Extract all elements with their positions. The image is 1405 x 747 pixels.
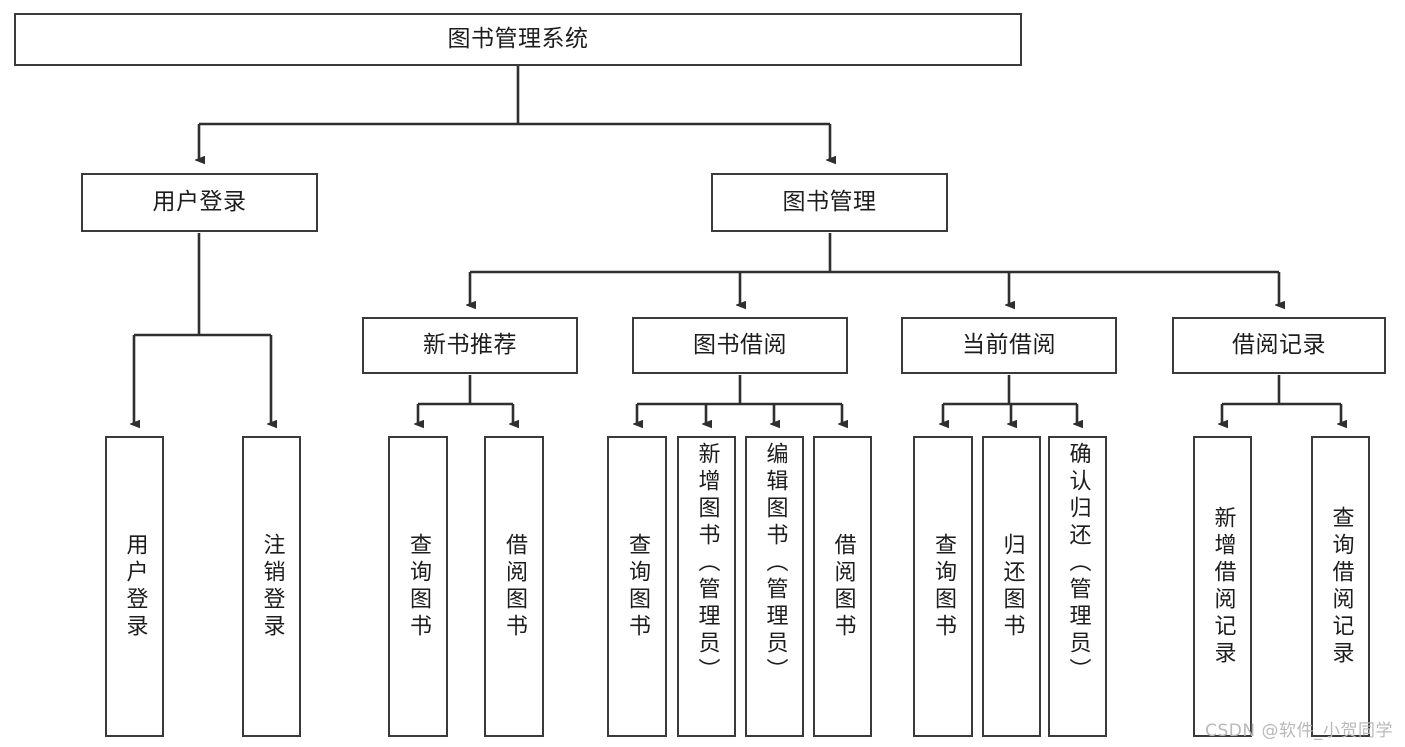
leaf-new-book-query-label: 查询图书 <box>406 532 431 641</box>
leaf-borrow-record-query-label: 查询借阅记录 <box>1328 505 1354 668</box>
leaf-current-borrow-confirm-return-label: 确认归还（管理员） <box>1065 442 1091 685</box>
leaf-user-login-signout-label: 注销登录 <box>259 532 285 641</box>
leaf-borrow-record-add[interactable]: 新增借阅记录 <box>1193 436 1252 737</box>
leaf-book-borrow-edit-label: 编辑图书（管理员） <box>762 442 788 685</box>
node-borrow-record[interactable]: 借阅记录 <box>1172 317 1386 374</box>
leaf-current-borrow-confirm-return[interactable]: 确认归还（管理员） <box>1048 436 1107 737</box>
leaf-user-login-signout[interactable]: 注销登录 <box>242 436 301 737</box>
leaf-current-borrow-query[interactable]: 查询图书 <box>913 436 973 737</box>
leaf-current-borrow-return[interactable]: 归还图书 <box>982 436 1041 737</box>
node-current-borrow-label: 当前借阅 <box>962 331 1056 358</box>
node-user-login[interactable]: 用户登录 <box>81 173 318 232</box>
leaf-book-borrow-add[interactable]: 新增图书（管理员） <box>677 436 736 737</box>
leaf-book-borrow-edit[interactable]: 编辑图书（管理员） <box>745 436 804 737</box>
csdn-watermark: CSDN @软件_小贺同学 <box>1205 721 1393 741</box>
leaf-book-borrow-lend[interactable]: 借阅图书 <box>813 436 872 737</box>
node-user-login-label: 用户登录 <box>152 188 247 215</box>
node-book-management[interactable]: 图书管理 <box>711 173 948 232</box>
node-new-book-recommend-label: 新书推荐 <box>423 331 517 358</box>
node-root-system[interactable]: 图书管理系统 <box>14 13 1022 66</box>
leaf-new-book-query[interactable]: 查询图书 <box>388 436 448 737</box>
node-borrow-record-label: 借阅记录 <box>1232 331 1326 358</box>
leaf-borrow-record-add-label: 新增借阅记录 <box>1210 505 1236 668</box>
leaf-book-borrow-query[interactable]: 查询图书 <box>607 436 667 737</box>
leaf-new-book-borrow[interactable]: 借阅图书 <box>484 436 544 737</box>
node-book-borrow[interactable]: 图书借阅 <box>632 317 848 374</box>
node-book-borrow-label: 图书借阅 <box>693 331 787 358</box>
node-new-book-recommend[interactable]: 新书推荐 <box>362 317 578 374</box>
leaf-book-borrow-lend-label: 借阅图书 <box>830 532 856 641</box>
leaf-book-borrow-query-label: 查询图书 <box>625 532 650 641</box>
node-root-system-label: 图书管理系统 <box>447 25 589 52</box>
leaf-new-book-borrow-label: 借阅图书 <box>502 532 527 641</box>
leaf-current-borrow-query-label: 查询图书 <box>931 532 956 641</box>
node-current-borrow[interactable]: 当前借阅 <box>901 317 1117 374</box>
leaf-borrow-record-query[interactable]: 查询借阅记录 <box>1311 436 1370 737</box>
leaf-user-login-signin-label: 用户登录 <box>122 532 148 641</box>
leaf-current-borrow-return-label: 归还图书 <box>999 532 1025 641</box>
leaf-user-login-signin[interactable]: 用户登录 <box>105 436 164 737</box>
node-book-management-label: 图书管理 <box>782 188 877 215</box>
leaf-book-borrow-add-label: 新增图书（管理员） <box>694 442 720 685</box>
